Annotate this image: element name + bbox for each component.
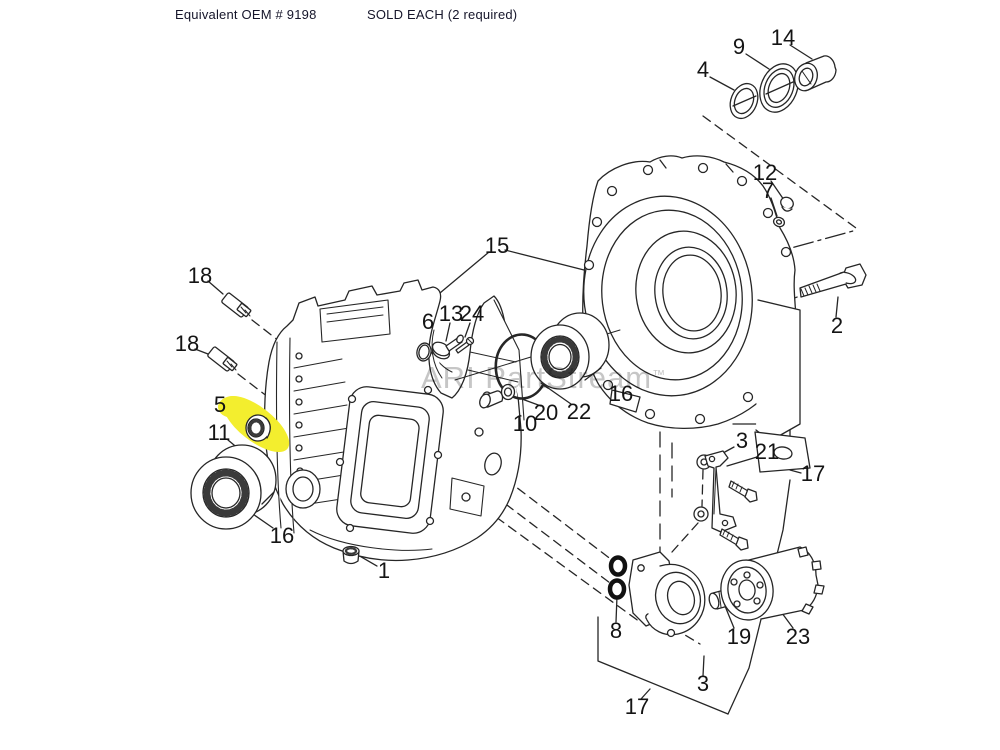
part-6-oring-drawing[interactable] [415,342,432,363]
callout-18[interactable]: 18 [187,263,213,288]
callout-12[interactable]: 12 [752,160,778,185]
callout-1[interactable]: 1 [377,558,391,583]
callout-9[interactable]: 9 [732,34,746,59]
callout-18[interactable]: 18 [174,331,200,356]
part-16-bearing-center-drawing[interactable] [531,313,609,389]
part-3-washer-mid-drawing[interactable] [694,507,708,521]
callout-21[interactable]: 21 [754,439,780,464]
trademark-symbol: ™ [652,367,666,382]
callout-17[interactable]: 17 [800,461,826,486]
callout-11[interactable]: 11 [207,420,231,445]
leader-lines [195,45,838,699]
part-24-screw-drawing[interactable] [456,338,474,354]
part-12-cap-drawing[interactable] [779,195,796,211]
part-8-adapter-drawing[interactable] [629,552,707,637]
part-21-strap-drawing[interactable] [705,451,736,532]
callout-7[interactable]: 7 [761,178,775,203]
callout-5[interactable]: 5 [213,392,227,417]
callout-16[interactable]: 16 [608,381,634,406]
callout-3[interactable]: 3 [696,671,710,696]
part-21-bolt-upper-drawing[interactable] [729,481,757,502]
part-21-bolt-lower-drawing[interactable] [720,529,748,550]
crankcase-drawing[interactable] [265,280,620,560]
equivalent-oem-text: Equivalent OEM # 9198 [175,7,317,22]
part-13-shaft-drawing[interactable] [430,334,464,361]
callout-13[interactable]: 13 [438,301,464,326]
part-8-orings-drawing[interactable] [610,558,625,598]
part-7-ring-drawing[interactable] [772,216,785,228]
callout-8[interactable]: 8 [609,618,623,643]
callout-6[interactable]: 6 [421,309,435,334]
callout-16[interactable]: 16 [269,523,295,548]
part-2-bolt-drawing[interactable] [800,264,866,297]
callout-15[interactable]: 15 [484,233,510,258]
part-18-fitting-lower-drawing[interactable] [207,346,237,371]
part-1-plug-drawing[interactable] [343,547,359,564]
callout-22[interactable]: 22 [566,399,592,424]
part-9-seal-drawing[interactable] [753,58,805,118]
part-16-bearing-left-drawing[interactable] [191,445,276,529]
callout-14[interactable]: 14 [770,25,796,50]
callout-23[interactable]: 23 [785,624,811,649]
part-5-highlight-lobe [218,396,248,418]
part-14-bushing-drawing[interactable] [791,56,836,94]
callout-2[interactable]: 2 [830,313,844,338]
callout-17[interactable]: 17 [624,694,650,719]
callout-24[interactable]: 24 [459,301,485,326]
callout-3[interactable]: 3 [735,428,749,453]
part-18-fitting-upper-drawing[interactable] [221,292,251,317]
part-5-plug-drawing[interactable] [246,415,270,441]
callout-4[interactable]: 4 [696,57,710,82]
callout-20[interactable]: 20 [533,400,559,425]
part-23-oil-filter-drawing[interactable] [717,547,824,623]
ari-partstream-watermark: ARI PartStream™ [421,360,666,395]
part-15-cover-drawing[interactable] [572,156,810,472]
part-20-washer-drawing[interactable] [502,385,515,400]
part-4-ring-drawing[interactable] [725,79,763,122]
part-10-pin-drawing[interactable] [478,391,503,409]
callout-10[interactable]: 10 [512,411,538,436]
callout-19[interactable]: 19 [726,624,752,649]
sold-each-text: SOLD EACH (2 required) [367,7,518,22]
